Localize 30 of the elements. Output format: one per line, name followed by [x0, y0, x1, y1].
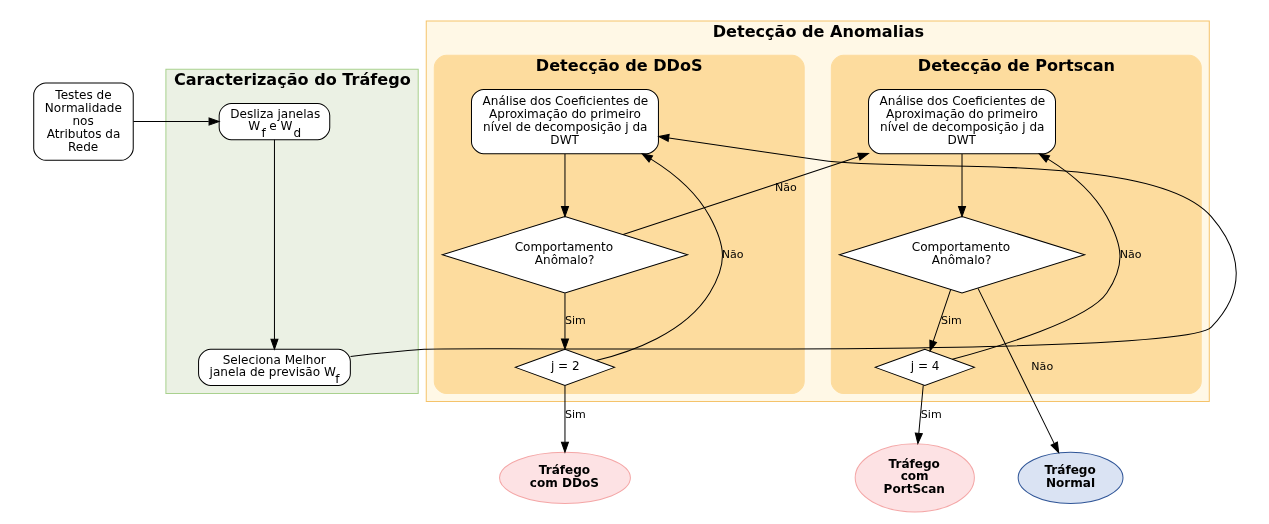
node-diamond: j = 2 — [513, 348, 616, 386]
arrow — [622, 152, 870, 235]
edge-label: Sim — [564, 313, 586, 327]
arrow — [269, 138, 279, 351]
arrow — [560, 153, 569, 218]
node-diamond: j = 4 — [873, 348, 976, 386]
arrow — [560, 292, 569, 351]
arrow — [928, 288, 951, 352]
edge-label: Não — [1030, 359, 1053, 373]
node-box: Análise dos Coeficientes de Aproximação do primeiro nível de decomposição j da DWT — [867, 88, 1056, 154]
arrow — [132, 116, 221, 126]
node-ellipse: Tráfego Normal — [1017, 451, 1123, 504]
arrow — [977, 287, 1059, 454]
edge-label: Não — [774, 180, 797, 194]
arrow — [957, 153, 966, 218]
edge-label: Sim — [920, 407, 942, 421]
edge-label: Sim — [940, 313, 962, 327]
arrow — [349, 133, 1237, 357]
edge-label: Não — [1119, 247, 1142, 261]
node-ellipse: Tráfego com DDoS — [498, 451, 631, 504]
node-diamond: Comportamento Anômalo? — [440, 215, 689, 293]
edge-label: Sim — [564, 407, 586, 421]
arrow — [914, 384, 924, 445]
node-box: Análise dos Coeficientes de Aproximação do primeiro nível de decomposição j da DWT — [470, 88, 659, 154]
node-box: Testes de Normalidade nos Atributos da Rede — [32, 81, 134, 161]
node-diamond: Comportamento Anômalo? — [837, 215, 1086, 293]
arrow — [951, 152, 1120, 360]
arrow — [595, 152, 723, 361]
node-ellipse: Tráfego com PortScan — [854, 442, 975, 512]
arrow — [560, 384, 569, 454]
